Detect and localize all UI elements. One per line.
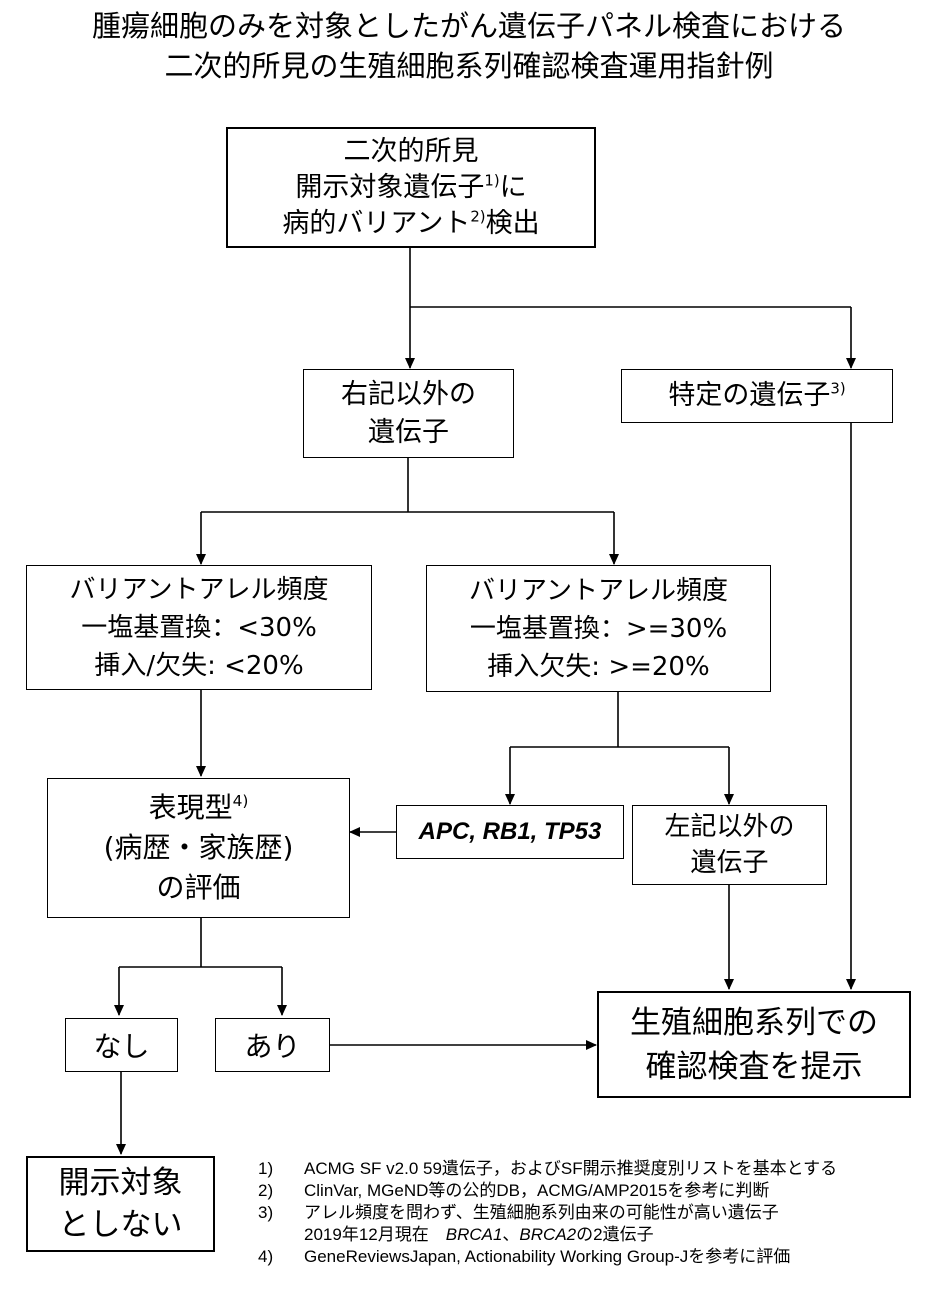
box-line: の評価: [156, 871, 241, 904]
other-genes-box: 右記以外の 遺伝子: [303, 369, 514, 458]
present-box: あり: [215, 1018, 330, 1072]
vaf-high-box: バリアントアレル頻度 一塩基置換：>=30% 挿入欠失: >=20%: [426, 565, 771, 692]
box-line: 一塩基置換：>=30%: [469, 613, 728, 644]
footnote-2: 2) ClinVar, MGeND等の公的DB，ACMG/AMP2015を参考に…: [258, 1180, 837, 1202]
none-box: なし: [65, 1018, 178, 1072]
box-line: 病的バリアント2)検出: [282, 207, 540, 239]
footnote-3: 3) アレル頻度を問わず、生殖細胞系列由来の可能性が高い遺伝子: [258, 1202, 837, 1224]
germline-confirmation-box: 生殖細胞系列での 確認検査を提示: [597, 991, 911, 1098]
footnote-number: 4): [258, 1247, 274, 1266]
box-line: 確認検査を提示: [645, 1048, 863, 1085]
box-line: APC, RB1, TP53: [418, 818, 602, 845]
footnote-1: 1) ACMG SF v2.0 59遺伝子，およびSF開示推奨度別リストを基本と…: [258, 1158, 837, 1180]
box-line: 挿入欠失: >=20%: [487, 651, 710, 682]
footnote-text: ClinVar, MGeND等の公的DB，ACMG/AMP2015を参考に判断: [304, 1181, 770, 1200]
box-line: 開示対象遺伝子1)に: [295, 171, 527, 203]
box-line: 表現型4): [148, 791, 249, 824]
specific-genes-box: 特定の遺伝子3): [621, 369, 893, 423]
left-other-genes-box: 左記以外の 遺伝子: [632, 805, 827, 885]
secondary-finding-detected-box: 二次的所見 開示対象遺伝子1)に 病的バリアント2)検出: [226, 127, 596, 248]
footnote-text: GeneReviewsJapan, Actionability Working …: [304, 1247, 791, 1266]
footnote-text: 2019年12月現在 BRCA1、BRCA2の2遺伝子: [304, 1225, 654, 1244]
footnote-4: 4) GeneReviewsJapan, Actionability Worki…: [258, 1246, 837, 1268]
box-line: としない: [58, 1207, 183, 1243]
page-title-line2: 二次的所見の生殖細胞系列確認検査運用指針例: [164, 49, 774, 83]
box-line: 生殖細胞系列での: [630, 1004, 878, 1041]
vaf-low-box: バリアントアレル頻度 一塩基置換：<30% 挿入/欠失: <20%: [26, 565, 372, 690]
box-line: 挿入/欠失: <20%: [94, 650, 304, 681]
box-line: あり: [244, 1030, 301, 1063]
footnote-text: ACMG SF v2.0 59遺伝子，およびSF開示推奨度別リストを基本とする: [304, 1159, 838, 1178]
no-disclosure-box: 開示対象 としない: [26, 1156, 215, 1252]
box-line: 右記以外の: [341, 378, 476, 410]
footnote-number: 2): [258, 1181, 274, 1200]
apc-rb1-tp53-box: APC, RB1, TP53: [396, 805, 624, 859]
box-line: 開示対象: [58, 1165, 183, 1201]
box-line: 特定の遺伝子3): [668, 379, 846, 411]
box-line: 遺伝子: [690, 848, 769, 878]
page-title-line1: 腫瘍細胞のみを対象としたがん遺伝子パネル検査における: [91, 9, 846, 43]
footnote-3-continuation: 2019年12月現在 BRCA1、BRCA2の2遺伝子: [258, 1224, 837, 1246]
phenotype-evaluation-box: 表現型4) (病歴・家族歴) の評価: [47, 778, 350, 918]
box-line: 遺伝子: [368, 416, 449, 448]
box-line: 二次的所見: [343, 135, 479, 167]
box-line: バリアントアレル頻度: [69, 574, 329, 605]
box-line: バリアントアレル頻度: [469, 575, 728, 606]
footnote-number: 3): [258, 1203, 274, 1222]
box-line: 左記以外の: [664, 812, 795, 842]
box-line: なし: [93, 1030, 150, 1063]
footnote-text: アレル頻度を問わず、生殖細胞系列由来の可能性が高い遺伝子: [304, 1203, 779, 1222]
footnote-number: 1): [258, 1159, 274, 1178]
footnotes: 1) ACMG SF v2.0 59遺伝子，およびSF開示推奨度別リストを基本と…: [258, 1158, 837, 1268]
box-line: 一塩基置換：<30%: [81, 612, 317, 643]
box-line: (病歴・家族歴): [103, 831, 294, 864]
